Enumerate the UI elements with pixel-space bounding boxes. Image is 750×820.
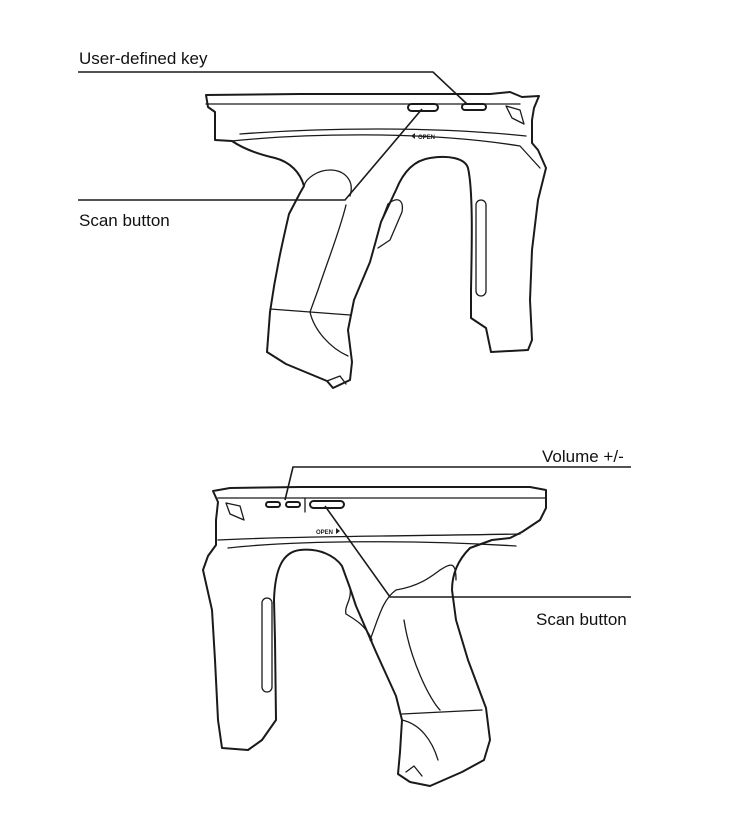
grip-bottom-foot <box>405 765 423 777</box>
grip-top-user-key <box>461 103 487 111</box>
grip-bottom-rear-notch <box>225 502 245 521</box>
grip-bottom-view: OPEN <box>202 486 547 787</box>
grip-top-handle-bottom <box>309 311 349 357</box>
grip-bottom-handle-bottom <box>401 719 439 761</box>
grip-top-open-arrow <box>411 133 415 139</box>
label-scan-button-bottom: Scan button <box>536 610 627 629</box>
grip-top-side-seam <box>231 134 541 169</box>
grip-top-view: OPEN <box>205 91 547 389</box>
grip-top-body <box>205 91 547 389</box>
grip-bottom-side-seam <box>217 533 521 541</box>
grip-bottom-body <box>202 486 547 787</box>
grip-bottom-seam-2 <box>227 541 517 549</box>
grip-bottom-trigger-2 <box>369 564 457 641</box>
grip-top-foot <box>326 375 347 385</box>
label-user-defined-key: User-defined key <box>79 49 208 68</box>
grip-bottom-side-slot <box>261 597 273 693</box>
grip-top-trigger-curve <box>377 199 404 249</box>
grip-top-handle-line <box>309 204 347 313</box>
grip-bottom-handle-line <box>403 619 441 711</box>
grip-top-scan-button <box>407 103 439 112</box>
grip-bottom-scan-button <box>309 500 345 509</box>
grip-top-seam-2 <box>239 128 527 137</box>
leader-volume <box>284 466 631 501</box>
grip-top-open-text: OPEN <box>418 135 435 141</box>
leader-scan-button-top <box>78 108 423 201</box>
grip-top-side-slot <box>475 199 487 297</box>
leader-scan-button-bottom <box>324 505 631 598</box>
grip-top-trigger <box>303 169 352 197</box>
grip-bottom-open-text: OPEN <box>316 530 333 536</box>
leader-user-defined-key <box>78 71 468 105</box>
grip-bottom-open-arrow <box>336 528 340 534</box>
grip-bottom-volume-down <box>285 501 301 508</box>
grip-bottom-volume-up <box>265 501 281 508</box>
grip-top-front-notch <box>505 105 525 125</box>
label-volume: Volume +/- <box>542 447 624 466</box>
grip-bottom-handle-band <box>401 709 483 715</box>
grip-bottom-trigger <box>345 587 373 641</box>
label-scan-button-top: Scan button <box>79 211 170 230</box>
